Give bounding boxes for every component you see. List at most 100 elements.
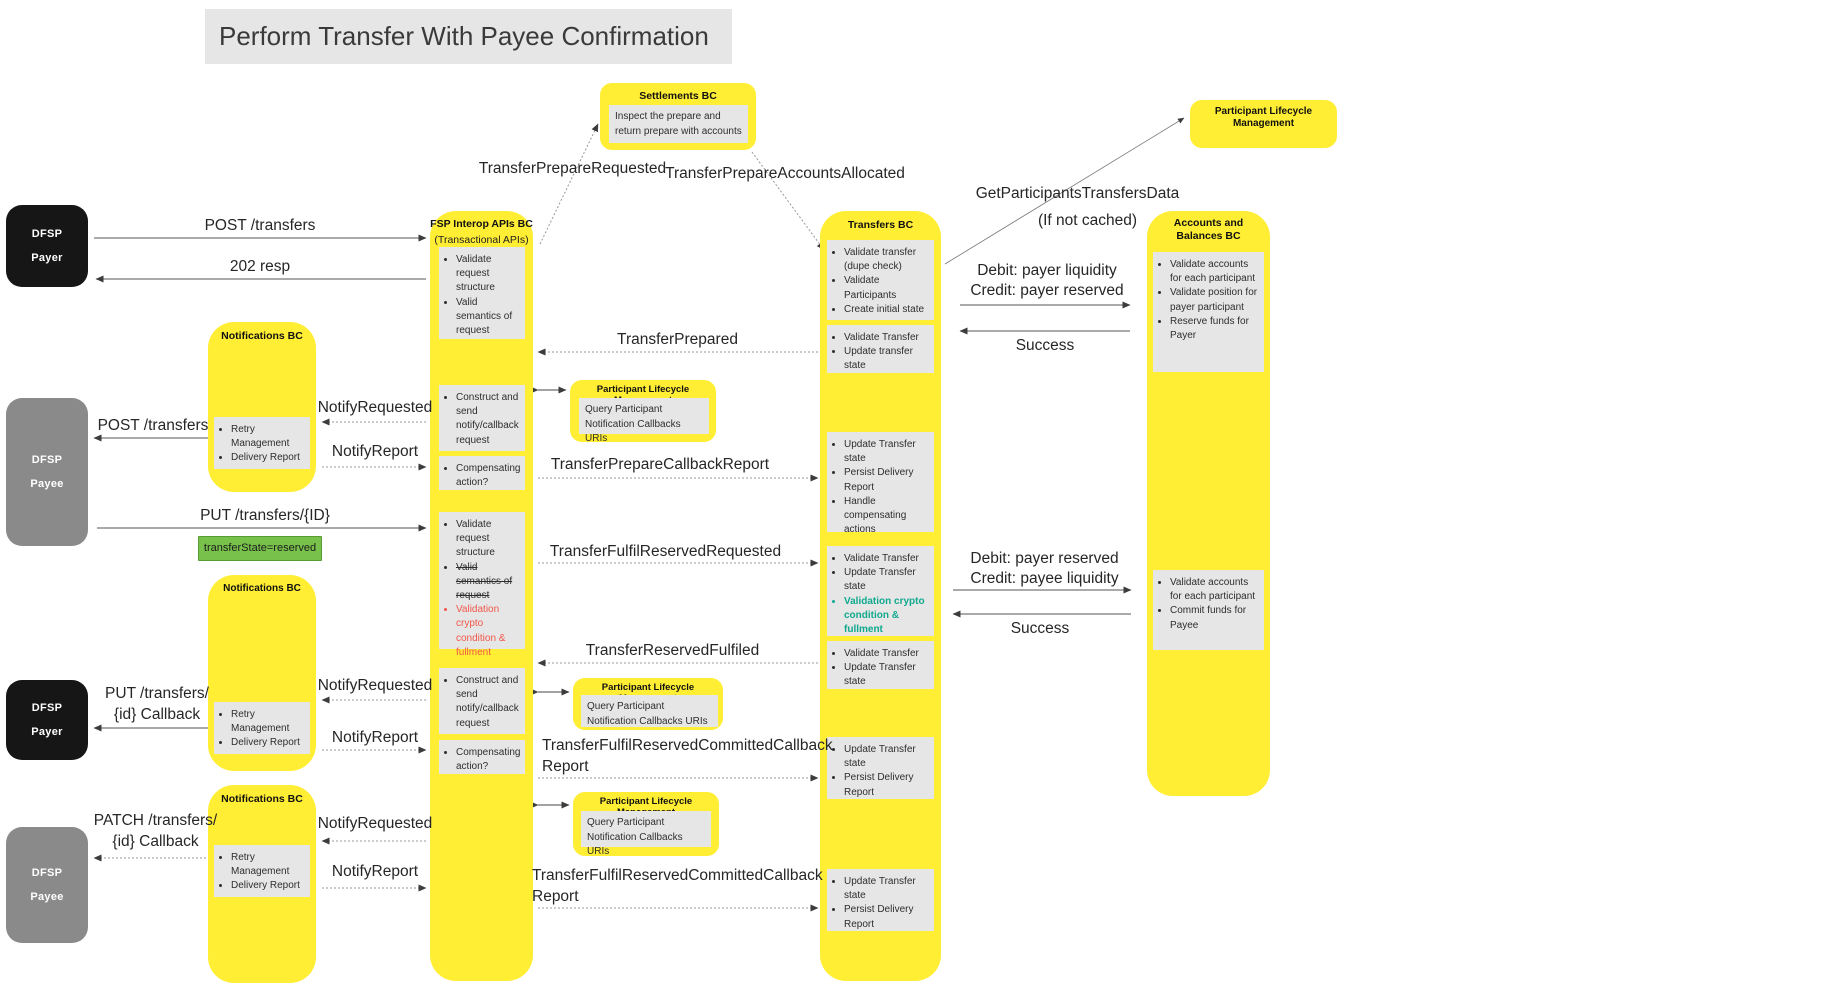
bullet: Persist Delivery Report <box>844 771 930 799</box>
actor-line-payer: Payer <box>31 726 63 738</box>
transfers-box-7: Update Transfer state Persist Delivery R… <box>827 869 934 931</box>
transfers-box-1: Validate transfer (dupe check) Validate … <box>827 240 934 320</box>
bullet: Update Transfer state <box>844 566 930 594</box>
msg-put-callback-line2: {id} Callback <box>113 705 201 723</box>
bullet: Compensating action? <box>456 462 521 490</box>
fsp-box-validate-fulfil: Validate request structure Valid semanti… <box>439 512 525 658</box>
msg-success-1: Success <box>1015 337 1075 354</box>
bullet: Persist Delivery Report <box>844 466 930 494</box>
plm-inner-note-1: Query Participant Notification Callbacks… <box>579 398 709 444</box>
actor-line-dfsp: DFSP <box>31 702 63 714</box>
msg-tfrcc-report-2: TransferFulfilReservedCommittedCallback … <box>532 866 827 908</box>
notifications-box-2: Retry Management Delivery Report <box>214 702 310 754</box>
transfers-title: Transfers BC <box>847 219 914 231</box>
actor-dfsp-payer-2: DFSP Payer <box>6 680 88 760</box>
settlements-note: Inspect the prepare and return prepare w… <box>609 105 748 143</box>
actor-line-dfsp: DFSP <box>31 867 63 879</box>
bullet: Validate request structure <box>456 253 521 296</box>
bullet: Update Transfer state <box>844 438 930 466</box>
actor-dfsp-payee-1: DFSP Payee <box>6 398 88 546</box>
bullet: Update transfer state <box>844 345 930 373</box>
bullet: Delivery Report <box>231 736 306 750</box>
actor-line-payee: Payee <box>30 891 64 903</box>
bullet: Validate transfer (dupe check) <box>844 246 930 274</box>
bullet: Validate Participants <box>844 274 930 302</box>
msg-tfrcc-line1: TransferFulfilReservedCommittedCallback <box>532 867 823 884</box>
msg-notify-report-1: NotifyReport <box>331 443 419 460</box>
bullet-struck: Valid semantics of request <box>456 561 521 604</box>
transfers-box-6: Update Transfer state Persist Delivery R… <box>827 737 934 799</box>
msg-202-resp: 202 resp <box>229 258 291 275</box>
bullet: Update Transfer state <box>844 875 930 903</box>
msg-tfrcc-line2: Report <box>532 887 579 905</box>
accounts-title: Accounts and Balances BC <box>1173 217 1244 242</box>
transfers-box-2: Validate Transfer Update transfer state <box>827 325 934 373</box>
msg-debit-payer-reserved: Debit: payer reserved <box>970 550 1119 567</box>
transfers-box-5: Validate Transfer Update Transfer state <box>827 641 934 689</box>
msg-transfer-fulfil-reserved-requested: TransferFulfilReservedRequested <box>549 543 782 560</box>
msg-success-2: Success <box>1010 620 1070 637</box>
fsp-box-compensating-1: Compensating action? <box>439 456 525 490</box>
actor-line-dfsp: DFSP <box>31 454 63 466</box>
arrow-prepare-requested-diag <box>539 123 599 245</box>
actor-dfsp-payee-2: DFSP Payee <box>6 827 88 943</box>
bullet: Validate Transfer <box>844 331 930 345</box>
settlements-bc-title: Settlements BC <box>639 90 717 102</box>
bullet: Validate request structure <box>456 518 521 561</box>
fsp-subtitle: (Transactional APIs) <box>434 234 529 246</box>
msg-notify-report-2: NotifyReport <box>331 729 419 746</box>
fsp-box-construct-notify-2: Construct and send notify/callback reque… <box>439 668 525 734</box>
msg-post-transfers-1: POST /transfers <box>204 217 316 234</box>
fsp-title: FSP Interop APIs BC <box>430 218 533 230</box>
notifications-title: Notifications BC <box>223 583 301 594</box>
bullet: Retry Management <box>231 851 306 879</box>
accounts-box-2: Validate accounts for each participant C… <box>1153 570 1264 650</box>
bullet: Validate Transfer <box>844 647 930 661</box>
msg-transfer-prepared: TransferPrepared <box>617 331 738 348</box>
arrow-prepare-accounts-allocated-diag <box>751 151 825 251</box>
page-title: Perform Transfer With Payee Confirmation <box>205 9 732 64</box>
bullet: Delivery Report <box>231 451 306 465</box>
notifications-box-1: Retry Management Delivery Report <box>214 417 310 469</box>
msg-get-participants-transfers-data: GetParticipantsTransfersData <box>975 185 1180 202</box>
actor-dfsp-payer-1: DFSP Payer <box>6 205 88 287</box>
bullet: Validate accounts for each participant <box>1170 576 1260 604</box>
plm-inner-note-3: Query Participant Notification Callbacks… <box>581 811 711 857</box>
msg-notify-report-3: NotifyReport <box>331 863 419 880</box>
msg-tfrcc-report-1: TransferFulfilReservedCommittedCallback … <box>542 736 837 778</box>
msg-notify-requested-1: NotifyRequested <box>317 399 433 416</box>
bullet: Validate position for payer participant <box>1170 286 1260 314</box>
msg-transfer-reserved-fulfiled: TransferReservedFulfiled <box>585 642 760 659</box>
bullet: Commit funds for Payee <box>1170 604 1260 632</box>
notifications-box-3: Retry Management Delivery Report <box>214 845 310 897</box>
msg-transfer-prepare-requested: TransferPrepareRequested <box>478 160 667 177</box>
msg-transfer-prepare-accounts-allocated: TransferPrepareAccountsAllocated <box>665 165 905 182</box>
bullet: Construct and send notify/callback reque… <box>456 391 521 448</box>
transfers-box-3: Update Transfer state Persist Delivery R… <box>827 432 934 535</box>
msg-notify-requested-3: NotifyRequested <box>317 815 433 832</box>
bullet-invalid: Validation crypto condition & fullment <box>456 603 521 660</box>
msg-put-callback-line1: PUT /transfers/ <box>105 685 209 702</box>
notifications-title: Notifications BC <box>221 330 303 342</box>
msg-credit-payer-reserved: Credit: payer reserved <box>970 282 1124 299</box>
plm-inner-note-2: Query Participant Notification Callbacks… <box>581 695 718 727</box>
actor-line-payer: Payer <box>31 252 63 264</box>
arrow-get-participants <box>944 117 1185 265</box>
bullet: Handle compensating actions <box>844 495 930 538</box>
accounts-box-1: Validate accounts for each participant V… <box>1153 252 1264 372</box>
bullet-valid: Validation crypto condition & fullment <box>844 595 930 638</box>
msg-patch-callback-line2: {id} Callback <box>112 832 199 850</box>
bullet: Update Transfer state <box>844 661 930 689</box>
msg-patch-callback-line1: PATCH /transfers/ <box>93 812 218 829</box>
notifications-title: Notifications BC <box>221 793 303 805</box>
bullet: Update Transfer state <box>844 743 930 771</box>
plm-top-title: Participant Lifecycle Management <box>1214 106 1313 129</box>
msg-debit-payer-liquidity: Debit: payer liquidity <box>977 262 1117 279</box>
plm-top-node: Participant Lifecycle Management <box>1190 100 1337 148</box>
bullet: Construct and send notify/callback reque… <box>456 674 521 731</box>
bullet: Persist Delivery Report <box>844 903 930 931</box>
bullet: Retry Management <box>231 423 306 451</box>
msg-credit-payee-liquidity: Credit: payee liquidity <box>970 570 1119 587</box>
msg-post-transfers-2: POST /transfers <box>97 417 209 434</box>
